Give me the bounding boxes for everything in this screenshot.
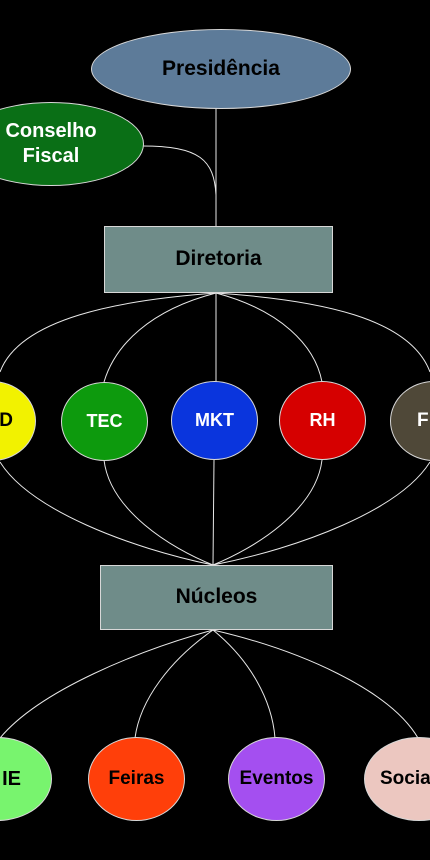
connector-nucleos-ie: [0, 629, 214, 739]
node-label: F: [417, 410, 429, 432]
connector-nucleos-social: [212, 629, 419, 739]
connector-rh-nucleos: [212, 459, 323, 566]
connector-tec-nucleos: [103, 459, 214, 566]
connector-nucleos-eventos: [212, 629, 276, 739]
node-feiras[interactable]: Feiras: [88, 737, 185, 821]
connector-conselho-trunk: [141, 145, 217, 196]
node-rh[interactable]: RH: [279, 381, 366, 460]
node-label: RH: [309, 410, 336, 431]
node-label: IE: [2, 767, 21, 790]
node-label: Conselho Fiscal: [5, 120, 97, 167]
node-tec[interactable]: TEC: [61, 382, 148, 461]
node-nucleos[interactable]: Núcleos: [100, 565, 333, 630]
connector-nucleos-feiras: [134, 629, 214, 739]
connector-diretoria-rh: [215, 292, 323, 383]
node-label: Eventos: [239, 768, 314, 790]
node-label: TEC: [86, 411, 123, 432]
node-presidencia[interactable]: Presidência: [91, 29, 351, 109]
connector-mkt-nucleos: [212, 459, 215, 566]
connector-f-nucleos: [212, 461, 430, 566]
connector-d-nucleos: [0, 461, 214, 566]
node-conselho-fiscal[interactable]: Conselho Fiscal: [0, 102, 144, 186]
connector-diretoria-f: [215, 292, 430, 373]
node-diretoria[interactable]: Diretoria: [104, 226, 333, 293]
node-label: MKT: [195, 410, 234, 431]
node-label: Socia: [380, 768, 430, 790]
node-label: Diretoria: [175, 247, 262, 271]
node-mkt[interactable]: MKT: [171, 381, 258, 460]
node-label: Presidência: [162, 56, 280, 80]
node-label: Feiras: [108, 768, 165, 790]
connector-diretoria-tec: [103, 292, 217, 383]
node-eventos[interactable]: Eventos: [228, 737, 325, 821]
node-label: D: [0, 410, 13, 432]
connector-diretoria-d: [0, 292, 217, 373]
node-label: Núcleos: [175, 585, 258, 609]
connector-lines: [0, 108, 430, 739]
